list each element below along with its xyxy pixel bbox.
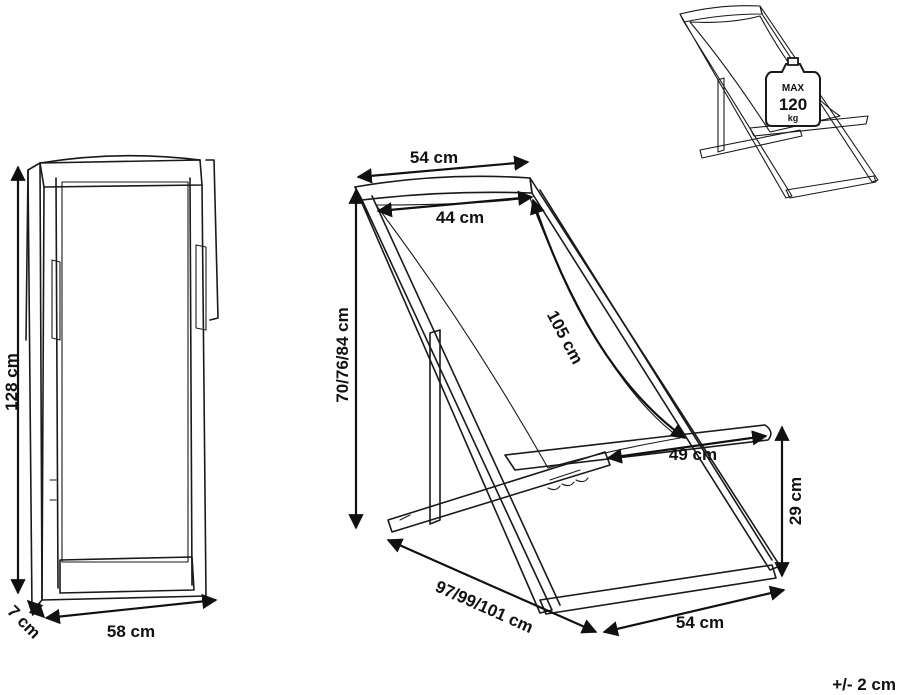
thumbnail-chair-drawing [679, 5, 879, 199]
seat-width-label: 49 cm [669, 445, 717, 464]
badge-max-label: MAX [782, 83, 805, 94]
seat-width-dimension-line [606, 430, 768, 464]
badge-unit: kg [788, 113, 799, 123]
folded-width-label: 58 cm [107, 622, 155, 641]
folded-height-label: 128 cm [2, 353, 21, 411]
folded-width-dimension-line [44, 593, 218, 625]
weight-icon [765, 63, 821, 127]
back-height-label: 70/76/84 cm [333, 307, 352, 402]
seat-top-width-label: 44 cm [436, 208, 484, 227]
base-width-dimension-line [602, 585, 786, 637]
tolerance-note: +/- 2 cm [832, 675, 896, 694]
base-depth-label: 97/99/101 cm [432, 577, 536, 637]
folded-depth-dimension-line [26, 599, 46, 619]
arm-height-label: 29 cm [786, 477, 805, 525]
open-chair-drawing [354, 175, 781, 615]
seat-length-label: 105 cm [543, 307, 587, 367]
folded-chair-drawing [25, 154, 219, 613]
base-width-label: 54 cm [676, 613, 724, 632]
badge-value: 120 [779, 95, 807, 114]
folded-depth-label: 7 cm [3, 602, 44, 643]
top-width-dimension-line [356, 155, 530, 184]
base-depth-dimension-line [386, 538, 598, 634]
top-width-label: 54 cm [410, 148, 458, 167]
seat-length-dimension-line [530, 198, 687, 439]
seat-top-width-dimension-line [376, 190, 534, 218]
max-weight-badge: MAX 120 kg [765, 57, 821, 127]
